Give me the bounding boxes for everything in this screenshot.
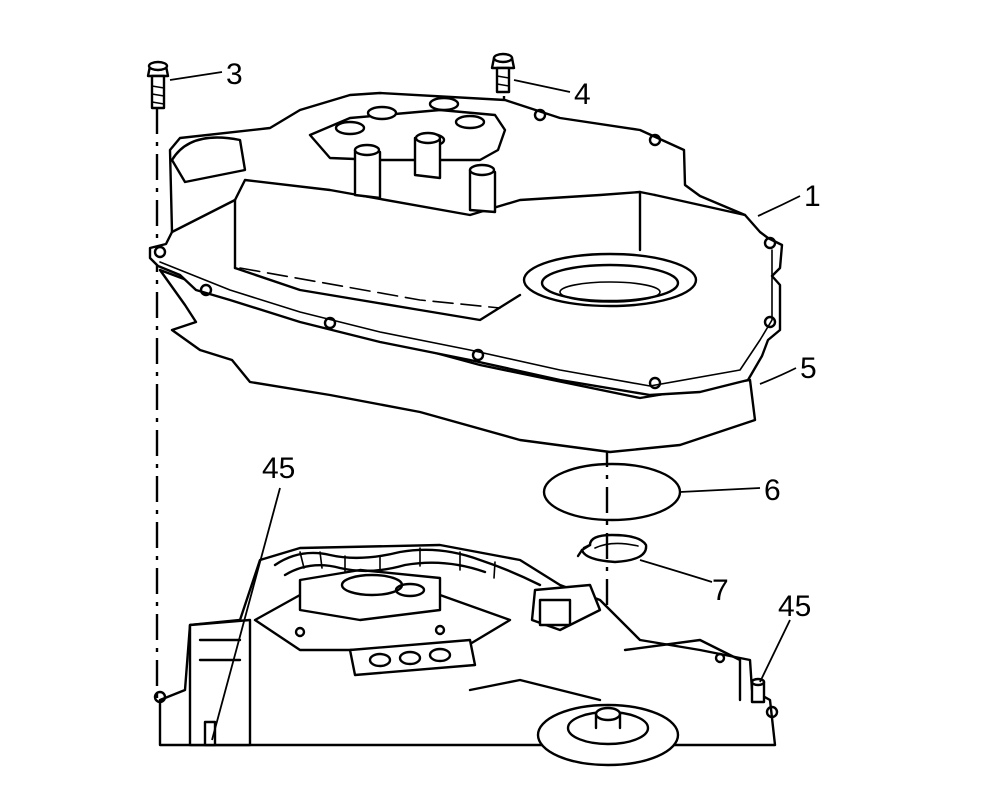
callout-3: 3 [226,58,243,91]
callout-1: 1 [804,180,821,213]
leader-45-left [211,487,281,741]
callout-labels: 3 4 1 5 6 7 45 45 [226,58,821,623]
leader-45-right [759,619,791,683]
leader-3 [169,71,223,81]
callout-7: 7 [712,574,729,607]
leader-5 [759,367,797,385]
boss [428,96,460,112]
callout-4: 4 [574,78,591,111]
boss [334,120,366,136]
boss [366,105,398,121]
cover-bore [522,252,698,308]
cover-part-1 [148,91,784,397]
snap-ring-part-7 [576,533,648,564]
leader-1 [757,195,801,217]
gasket-part-5 [158,268,757,454]
leader-lines [169,71,801,741]
leader-6 [679,487,761,493]
callout-5: 5 [800,352,817,385]
flange-bolt-holes [153,108,777,390]
lower-assembly [153,543,779,767]
callout-6: 6 [764,474,781,507]
seal-ring-part-6 [542,462,682,522]
leader-4 [513,79,571,93]
leader-7 [639,559,713,583]
bolt-part-4 [490,52,516,94]
boss [454,114,486,130]
callout-45-left: 45 [262,452,295,485]
callout-45-right: 45 [778,590,811,623]
bolt-part-3 [146,60,170,110]
